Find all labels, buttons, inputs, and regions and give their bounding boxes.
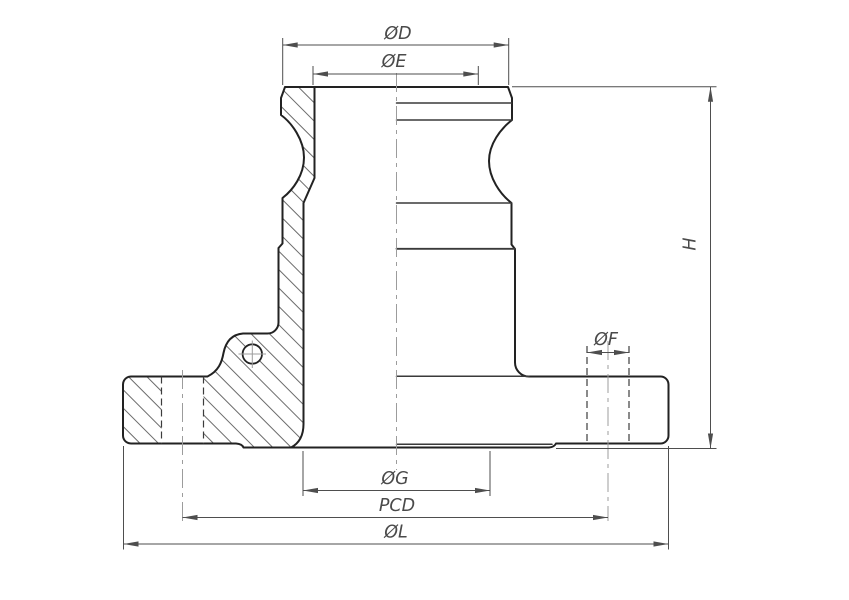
dimension-height-h: H bbox=[512, 86, 717, 449]
arrowhead bbox=[653, 541, 669, 547]
dim-label-h: H bbox=[681, 237, 701, 250]
dimension-bottom-bore-diameter-g: ØG bbox=[302, 451, 491, 496]
arrowhead bbox=[182, 514, 198, 521]
dimension-flange-diameter-l: ØL bbox=[123, 446, 669, 550]
arrowhead bbox=[587, 349, 602, 356]
centerlines bbox=[182, 73, 609, 521]
bore-wall bbox=[290, 86, 316, 449]
dimension-bore-diameter-e: ØE bbox=[312, 52, 479, 85]
arrowhead bbox=[493, 42, 509, 48]
dimension-bolt-hole-diameter-f: ØF bbox=[587, 330, 629, 356]
dim-label-phi-d: ØD bbox=[383, 24, 411, 44]
arrowhead bbox=[313, 71, 328, 77]
arrowhead bbox=[303, 487, 318, 494]
lug-hole-cross bbox=[238, 340, 266, 368]
arrowhead bbox=[614, 349, 629, 356]
dim-label-phi-g: ØG bbox=[380, 469, 408, 489]
dim-label-phi-f: ØF bbox=[593, 330, 619, 350]
arrowhead bbox=[475, 487, 490, 494]
dimension-outer-diameter-d: ØD bbox=[282, 24, 510, 85]
turned-edge-lines bbox=[395, 102, 553, 445]
arrowhead bbox=[282, 42, 298, 48]
arrowhead bbox=[707, 86, 714, 102]
dimension-pitch-circle-diameter: PCD bbox=[182, 496, 608, 521]
hatch-region bbox=[123, 87, 315, 448]
dim-label-phi-e: ØE bbox=[381, 52, 408, 72]
arrowhead bbox=[707, 433, 714, 449]
arrowhead bbox=[593, 514, 608, 521]
dim-label-phi-l: ØL bbox=[383, 523, 408, 543]
bolt-hole-hidden-lines bbox=[160, 346, 630, 444]
dim-label-pcd: PCD bbox=[379, 496, 415, 516]
section-hatching bbox=[123, 87, 315, 448]
arrowhead bbox=[123, 541, 139, 547]
arrowhead bbox=[463, 71, 479, 77]
